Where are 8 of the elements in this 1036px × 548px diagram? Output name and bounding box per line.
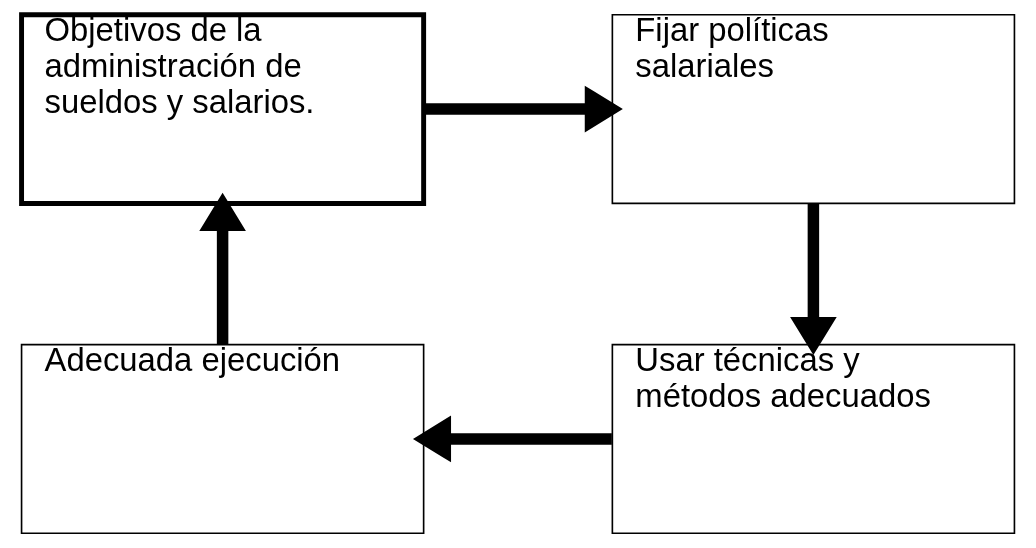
arrow	[412, 415, 612, 463]
arrow	[423, 85, 623, 133]
node-box: Fijar políticas salariales	[611, 13, 1016, 205]
arrow	[199, 192, 246, 345]
arrow	[790, 203, 837, 356]
node-box: Usar técnicas y métodos adecuados	[611, 343, 1016, 535]
node-box: Adecuada ejecución	[20, 343, 425, 535]
node-box: Objetivos de la administración de sueldos y salarios.	[19, 12, 427, 206]
